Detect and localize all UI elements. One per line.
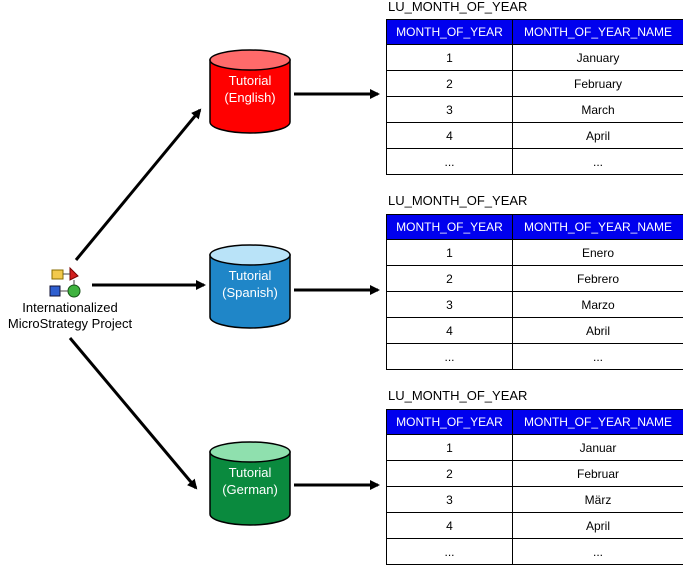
project-objects-icon bbox=[46, 266, 82, 300]
table-cell: 3 bbox=[386, 291, 513, 318]
table-cell: April bbox=[512, 122, 683, 149]
table-cell: ... bbox=[512, 538, 683, 565]
table-cell: 4 bbox=[386, 317, 513, 344]
table-row: ...... bbox=[386, 538, 683, 565]
database-spanish-language: (Spanish) bbox=[222, 285, 278, 300]
table-cell: 2 bbox=[386, 70, 513, 97]
table-cell: 4 bbox=[386, 122, 513, 149]
table-cell: Febrero bbox=[512, 265, 683, 292]
database-english-language: (English) bbox=[224, 90, 276, 105]
table-cell: ... bbox=[386, 538, 513, 565]
database-german-language: (German) bbox=[222, 482, 278, 497]
table-cell: 1 bbox=[386, 434, 513, 461]
table-title-spanish: LU_MONTH_OF_YEAR bbox=[388, 193, 528, 208]
table-row: ...... bbox=[386, 148, 683, 175]
arrow-project-to-english bbox=[74, 108, 202, 261]
table-cell: ... bbox=[512, 148, 683, 175]
table-cell: 2 bbox=[386, 460, 513, 487]
table-title-english: LU_MONTH_OF_YEAR bbox=[388, 0, 528, 14]
table-cell: 4 bbox=[386, 512, 513, 539]
table-cell: Januar bbox=[512, 434, 683, 461]
database-cylinder-icon bbox=[209, 441, 291, 526]
table-cell: Abril bbox=[512, 317, 683, 344]
column-header: MONTH_OF_YEAR bbox=[386, 214, 513, 240]
table-cell: April bbox=[512, 512, 683, 539]
database-english-name: Tutorial bbox=[228, 73, 272, 88]
table-cell: 3 bbox=[386, 96, 513, 123]
table-cell: Enero bbox=[512, 239, 683, 266]
column-header: MONTH_OF_YEAR_NAME bbox=[512, 409, 683, 435]
table-cell: ... bbox=[386, 343, 513, 370]
table-row: ...... bbox=[386, 343, 683, 370]
database-english: Tutorial (English) bbox=[208, 48, 292, 136]
table-title-german: LU_MONTH_OF_YEAR bbox=[388, 388, 528, 403]
column-header: MONTH_OF_YEAR_NAME bbox=[512, 19, 683, 45]
database-spanish: Tutorial (Spanish) bbox=[208, 243, 292, 331]
table-cell: Marzo bbox=[512, 291, 683, 318]
table-cell: 1 bbox=[386, 44, 513, 71]
database-german-name: Tutorial bbox=[228, 465, 272, 480]
database-german: Tutorial (German) bbox=[208, 440, 292, 528]
table-cell: ... bbox=[512, 343, 683, 370]
column-header: MONTH_OF_YEAR bbox=[386, 19, 513, 45]
table-cell: 2 bbox=[386, 265, 513, 292]
table-cell: January bbox=[512, 44, 683, 71]
table-cell: March bbox=[512, 96, 683, 123]
column-header: MONTH_OF_YEAR_NAME bbox=[512, 214, 683, 240]
table-cell: February bbox=[512, 70, 683, 97]
arrow-project-to-german bbox=[68, 337, 198, 490]
table-cell: 3 bbox=[386, 486, 513, 513]
table-cell: Februar bbox=[512, 460, 683, 487]
project-label-line1: Internationalized bbox=[22, 300, 118, 315]
table-cell: 1 bbox=[386, 239, 513, 266]
database-cylinder-icon bbox=[209, 49, 291, 134]
table-cell: ... bbox=[386, 148, 513, 175]
table-cell: März bbox=[512, 486, 683, 513]
database-cylinder-icon bbox=[209, 244, 291, 329]
database-spanish-name: Tutorial bbox=[228, 268, 272, 283]
project-label: Internationalized MicroStrategy Project bbox=[0, 300, 140, 332]
column-header: MONTH_OF_YEAR bbox=[386, 409, 513, 435]
project-label-line2: MicroStrategy Project bbox=[7, 316, 133, 331]
